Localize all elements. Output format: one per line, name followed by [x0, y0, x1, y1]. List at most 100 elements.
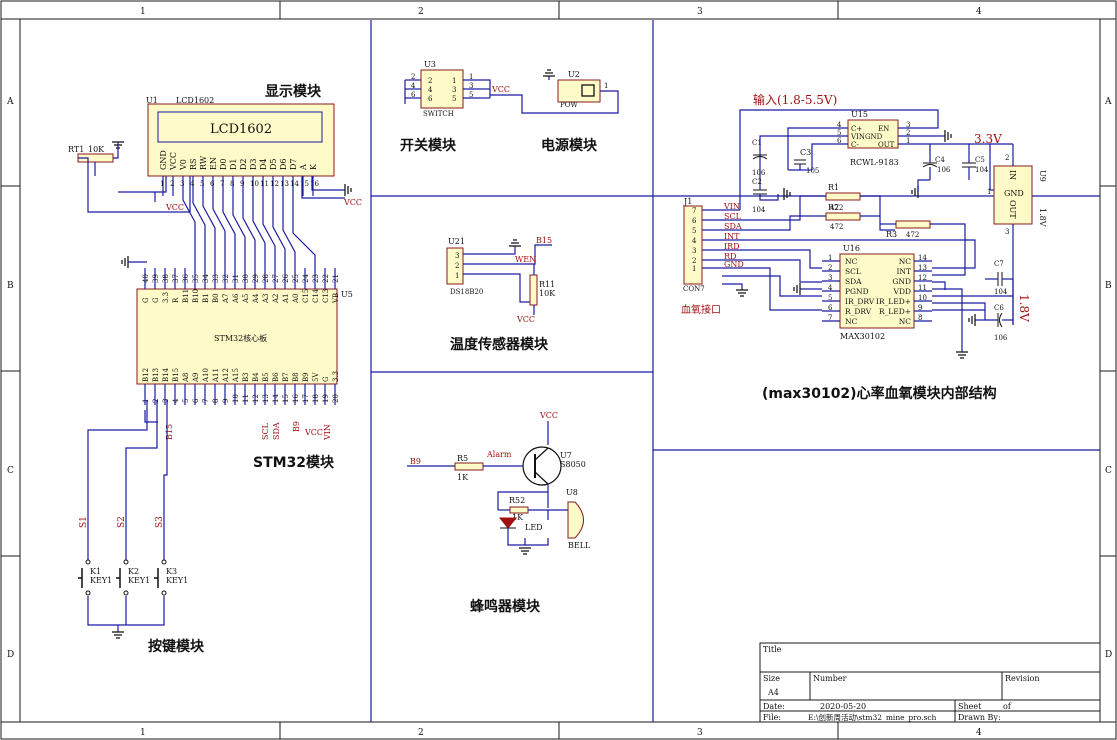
stm32-bot-pin-label: B3 [242, 372, 250, 382]
temp-pin: 3 [455, 252, 459, 260]
base-resistor [454, 462, 484, 471]
buzzer-module: 蜂鸣器模块 VCC U7 S8050 B9 R5 1K Alarm R52 1K… [407, 411, 591, 615]
buzzer-vcc: VCC [539, 411, 558, 420]
c6-ref: C6 [994, 304, 1004, 312]
row-label: D [1105, 650, 1112, 660]
u16-left-pin: SDA [845, 277, 862, 286]
lcd-screen-text: LCD1602 [210, 122, 272, 137]
u16-left-num: 1 [828, 254, 832, 262]
row-label: B [7, 281, 14, 291]
tb-size-val: A4 [767, 688, 779, 697]
stm32-top-pin-label: B0 [212, 293, 220, 303]
u16-right-num: 13 [918, 264, 927, 272]
lcd-pin-label: D5 [269, 158, 278, 170]
r1-ref: R1 [828, 183, 839, 192]
stm32-bot-pin-label: A12 [222, 368, 230, 383]
lcd-vcc2-net: VCC [343, 198, 362, 207]
u15-right-pin: OUT [878, 141, 895, 149]
bell-label: BELL [568, 541, 591, 550]
u15-left-num: 6 [837, 137, 842, 145]
u9-ref: U9 [1038, 170, 1047, 182]
switch-part: SWITCH [423, 110, 454, 118]
switch-mid-right: 1 [452, 77, 456, 85]
u15-left-pin: C- [851, 141, 859, 149]
stm32-bot-pin-num: 16 [292, 394, 300, 403]
stm32-top-pin-label: A5 [242, 293, 250, 304]
lcd-screen [157, 111, 323, 143]
u16-left-pin: IR_DRV [845, 297, 875, 306]
switch-right-num: 1 [469, 73, 473, 81]
col-label: 1 [140, 728, 146, 738]
u16-right-pin: INT [896, 267, 911, 276]
tb-of: of [1003, 702, 1012, 711]
u16-right-num: 10 [918, 294, 927, 302]
stm32-bot-pin-label: 3.3 [332, 371, 340, 382]
c5-val: 104 [975, 166, 989, 174]
lcd-pin-num: 9 [240, 180, 244, 188]
bus-wire [282, 196, 296, 268]
temp-net-b15: B15 [536, 236, 552, 245]
u16-right-num: 14 [918, 254, 927, 262]
lcd-pin-label: RW [199, 155, 208, 170]
u15-right-num: 3 [906, 121, 910, 129]
stm32-top-pin-label: G [152, 297, 160, 303]
stm32-top-pin-num: 25 [292, 274, 300, 283]
key-contact [123, 590, 129, 596]
switch-left-num: 6 [411, 91, 416, 99]
pot-ref: RT1 [68, 145, 84, 154]
stm32-bot-pin-num: 17 [302, 394, 310, 403]
stm32-bot-pin-num: 2 [152, 399, 160, 403]
lcd-pin-label: D1 [229, 158, 238, 170]
stm32-bot-pin-num: 15 [282, 394, 290, 403]
lcd-pin-num: 4 [190, 180, 195, 188]
u16-left-num: 3 [828, 274, 832, 282]
stm32-bot-pin-num: 8 [212, 399, 220, 403]
u16-right-num: 12 [918, 274, 927, 282]
stm32-top-pin-label: G [142, 297, 150, 303]
stm32-bot-pin-label: B13 [152, 368, 160, 382]
key-ref: K2 [128, 567, 139, 576]
u15-right-num: 1 [906, 137, 910, 145]
stm32-ref: U5 [341, 290, 353, 299]
j1-pin-label: VIN [723, 202, 740, 211]
lcd-pin-label: D2 [239, 158, 248, 170]
r2-val: 472 [830, 223, 843, 231]
section-dividers [370, 20, 1100, 722]
lcd-pin-label: D6 [279, 158, 288, 170]
u16-right-pin: IR_LED+ [876, 297, 911, 306]
key-contact [161, 559, 167, 565]
module-title-switch: 开关模块 [400, 137, 457, 154]
tb-sheet: Sheet [958, 702, 982, 711]
u16-left-pin: SCL [845, 267, 861, 276]
j1-pin-label: RD [724, 252, 736, 261]
stm32-top-pin-num: 29 [252, 274, 260, 283]
j1-part: CON7 [683, 285, 705, 293]
lcd-pin-num: 8 [230, 180, 234, 188]
bus-wire [242, 196, 256, 268]
lcd-pin-num: 13 [280, 180, 289, 188]
j1-pin-label: GND [724, 260, 744, 269]
transistor-q [522, 446, 562, 486]
stm32-bot-pin-label: B4 [252, 372, 260, 382]
stm32-bot-pin-label: A15 [232, 368, 240, 383]
row-label: B [1105, 281, 1112, 291]
c3-ref: C3 [800, 148, 811, 157]
lcd-pins: GND1VCC2V03RS4RW5EN6D07D18D29D310D411D51… [159, 150, 319, 196]
stm32-bot-pin-num: 1 [142, 399, 150, 403]
switch-right-num: 3 [469, 82, 473, 90]
stm32-top-pin-label: A7 [222, 293, 230, 304]
ground-symbol [112, 141, 352, 196]
r3-resistor [895, 220, 931, 229]
lcd-pin-num: 12 [270, 180, 279, 188]
key-val: KEY1 [128, 576, 150, 585]
u9-num: 1 [987, 188, 991, 196]
stm32-bot-pin-num: 12 [252, 394, 260, 403]
stm32-top-pin-num: 28 [262, 274, 270, 283]
u16-right-pin: VDD [893, 287, 911, 296]
stm32-top-pin-num: 31 [232, 274, 240, 283]
j1-label: 血氧接口 [681, 303, 721, 316]
bus-wire [262, 196, 276, 268]
c2-ref: C2 [752, 178, 762, 186]
j1-pin-label: SCL [724, 212, 742, 221]
